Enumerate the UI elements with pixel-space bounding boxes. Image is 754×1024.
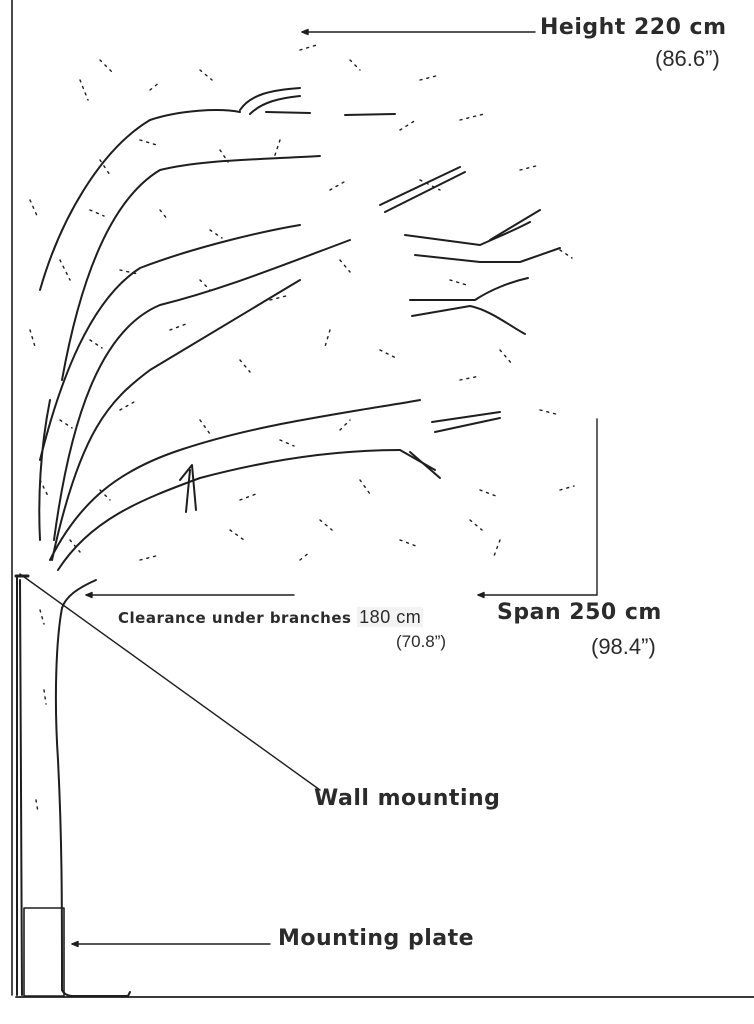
clearance-dimension-arrow [85,591,295,599]
height-label: Height 220 cm [540,15,727,40]
span-label: Span 250 cm [497,600,662,625]
clearance-metric: 180 cm [357,607,424,627]
span-imperial-label: (98.4”) [591,634,656,659]
clearance-label: Clearance under branches 180 cm [118,607,424,628]
height-dimension-arrow [301,28,536,36]
wall-mounting-leader [19,573,321,791]
clearance-imperial-label: (70.8”) [396,632,447,651]
foliage-dots [29,43,575,813]
span-dimension-bracket [477,418,598,599]
clearance-title: Clearance under branches [118,609,352,627]
wall-mounting-label: Wall mounting [314,786,501,811]
mounting-plate-arrow [71,940,271,948]
height-imperial-label: (86.6”) [655,46,720,71]
mounting-plate-shape [23,907,65,997]
mounting-plate-label: Mounting plate [278,926,475,951]
branches [38,87,561,571]
